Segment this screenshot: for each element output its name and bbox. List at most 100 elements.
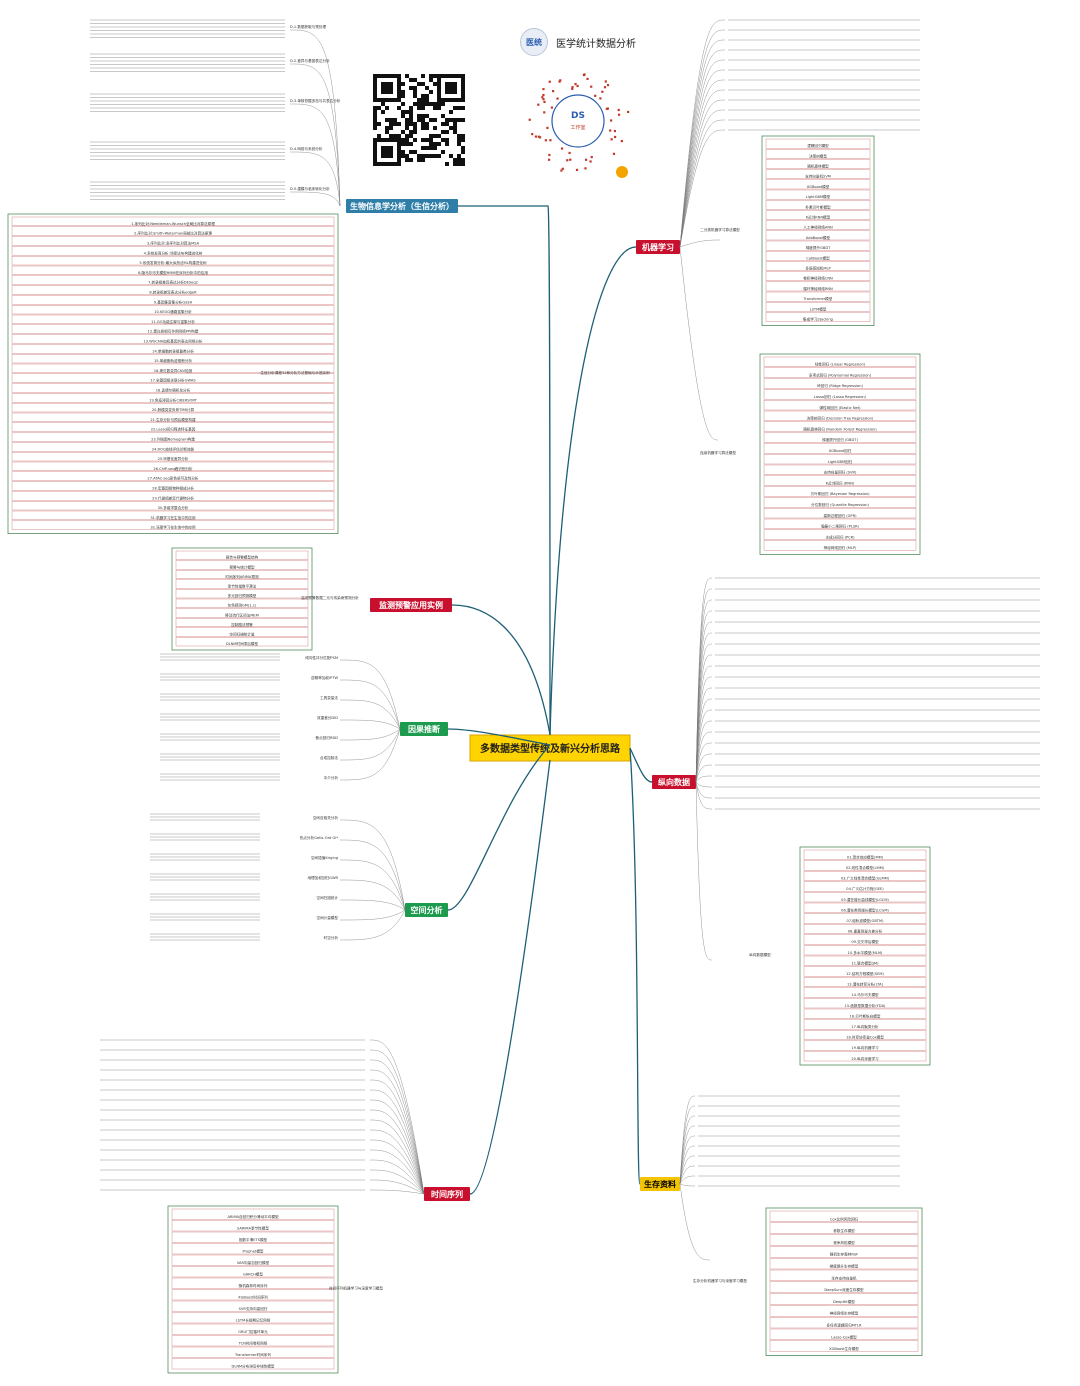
monitor-title: 监测预警数据二元与传染病预测分析 bbox=[301, 595, 359, 600]
spatial-item: 时空分析 bbox=[324, 935, 339, 940]
ml-binary-item: 决策树模型 bbox=[809, 153, 827, 158]
causal-item: 合成控制法 bbox=[320, 755, 338, 760]
ml-continuous-item: XGBoost回归 bbox=[829, 448, 852, 453]
branch-node-bio[interactable]: 生物信息学分析（生信分析） bbox=[346, 199, 458, 213]
ml-continuous-item: 偏最小二乘回归 (PLSR) bbox=[821, 524, 860, 529]
brand-title: 医学统计数据分析 bbox=[556, 38, 636, 50]
bio-method-item: 14.单细胞转录组聚类分析 bbox=[152, 348, 194, 353]
bio-method-item: 30.多组学整合分析 bbox=[158, 505, 189, 510]
monitor-item: 空间扫描统计量 bbox=[229, 632, 255, 637]
ml-binary-item: 逻辑回归模型 bbox=[807, 143, 829, 148]
long-model-item: 07.组轨迹模型(GBTM) bbox=[846, 918, 884, 923]
surv-model-item: DeepSurv深度生存模型 bbox=[824, 1287, 864, 1292]
ml-binary-item: XGBoost模型 bbox=[807, 184, 830, 189]
monitor-item: 报告与预警模型结构 bbox=[226, 555, 259, 560]
branch-causal: 因果推断倾向性评分匹配PSM逆概率加权IPTW工具变量法双重差分DID断点回归R… bbox=[160, 653, 448, 781]
surv-model-item: 生存支持向量机 bbox=[831, 1275, 857, 1280]
bio-method-item: 24.ROC曲线评估诊断效能 bbox=[152, 446, 195, 451]
ml-binary-item: K近邻KNN模型 bbox=[806, 215, 831, 220]
surv-model-item: 梯度提升生存模型 bbox=[830, 1263, 859, 1268]
bio-group-label: D.1.数据获取与预处理 bbox=[290, 24, 326, 29]
surv-model-item: 竞争风险模型 bbox=[833, 1240, 855, 1245]
bio-group-label: D.4.网络与系统分析 bbox=[290, 146, 323, 151]
ml-continuous-item: 岭回归 (Ridge Regression) bbox=[817, 383, 863, 388]
branch-node-causal[interactable]: 因果推断 bbox=[400, 722, 448, 736]
ts-model-item: 随机森林时间序列 bbox=[239, 1283, 268, 1288]
bio-group-label: D.5.建模与临床转化分析 bbox=[290, 186, 330, 191]
ts-model-item: SVR支持向量回归 bbox=[239, 1306, 268, 1311]
svg-text:DS: DS bbox=[571, 111, 585, 121]
ml-continuous-item: 梯度提升回归 (GBDT) bbox=[822, 437, 858, 442]
causal-item: 工具变量法 bbox=[320, 695, 338, 700]
ml-binary-item: 多层感知机MLP bbox=[805, 266, 831, 271]
ts-model-item: 指数平滑ETS模型 bbox=[239, 1237, 268, 1242]
bio-method-item: 26.ChIP-seq峰识别分析 bbox=[153, 466, 193, 471]
branch-node-spatial[interactable]: 空间分析 bbox=[405, 903, 448, 917]
ml-binary-item: LSTM模型 bbox=[810, 306, 827, 311]
qr-code-icon bbox=[373, 60, 465, 180]
ml-continuous-item: 主成分回归 (PCR) bbox=[825, 534, 855, 539]
ml-binary-item: Transformer模型 bbox=[803, 296, 833, 301]
surv-model-item: 参数生存模型 bbox=[833, 1228, 855, 1233]
spatial-item: 热点分析Getis-Ord Gi* bbox=[300, 835, 338, 840]
ml-continuous-item: Lasso回归 (Lasso Regression) bbox=[814, 394, 867, 399]
bio-method-item: 12.蛋白质相互作用网络PPI构建 bbox=[148, 329, 199, 334]
ts-model-item: VAR向量自回归模型 bbox=[237, 1260, 270, 1265]
branch-node-timeseries[interactable]: 时间序列 bbox=[424, 1187, 470, 1201]
long-model-item: 08.重复测量方差分析 bbox=[848, 929, 883, 934]
ts-model-title: 时间序列机器学习与深度学习模型 bbox=[329, 1286, 383, 1291]
surv-model-item: XGBoost生存模型 bbox=[829, 1346, 859, 1351]
monitor-item: 控制图法预警 bbox=[231, 622, 253, 627]
long-model-item: 11.联合模型(JM) bbox=[851, 960, 879, 965]
long-model-item: 10.多水平模型(MLM) bbox=[848, 950, 883, 955]
ml-binary-item: 随机森林模型 bbox=[807, 164, 829, 169]
monitor-item: 灰色预测GM(1,1) bbox=[228, 603, 257, 608]
long-model-item: 18.时变协变量Cox模型 bbox=[846, 1035, 884, 1040]
ml-binary-item: CatBoost模型 bbox=[806, 255, 830, 260]
ml-binary-item: LightGBM模型 bbox=[806, 194, 831, 199]
branch-monitor: 监测预警应用实例报告与预警模型结构预警与统计模型时间序列ARIMA预测季节性指数… bbox=[171, 547, 452, 651]
center-node[interactable]: 多数据类型传统及新兴分析思路 bbox=[469, 734, 631, 762]
monitor-item: 移动流行区间法MEM bbox=[225, 612, 259, 617]
bio-method-item: 7.转录组差异表达分析DESeq2 bbox=[148, 280, 198, 285]
surv-model-item: DeepHit模型 bbox=[833, 1299, 855, 1304]
ml-binary-item: 集成学习Stacking bbox=[803, 317, 833, 322]
bio-method-item: 27.ATAC-seq染色质可及性分析 bbox=[147, 476, 199, 481]
branch-node-longitudinal[interactable]: 纵向数据 bbox=[652, 775, 696, 789]
ml-continuous-item: 高斯过程回归 (GPR) bbox=[824, 513, 858, 518]
ts-model-item: GARCH模型 bbox=[243, 1272, 263, 1277]
ml-binary-item: 支持向量机SVM bbox=[805, 174, 831, 179]
bio-method-item: 2.序列比对:Smith-Waterman局部比对算法原理 bbox=[134, 231, 212, 236]
long-model-item: 03.广义线性混合模型(GLMM) bbox=[841, 876, 890, 881]
bio-method-item: 16.拷贝数变异CNV检测 bbox=[154, 368, 193, 373]
causal-item: 逆概率加权IPTW bbox=[311, 675, 338, 680]
spatial-item: 空间计量模型 bbox=[316, 915, 338, 920]
ml-continuous-item: 分位数回归 (Quantile Regression) bbox=[811, 502, 870, 507]
branch-node-ml[interactable]: 机器学习 bbox=[636, 240, 680, 254]
branch-node-survival[interactable]: 生存资料 bbox=[640, 1177, 680, 1191]
bio-method-item: 20.肿瘤突变负荷TMB计算 bbox=[152, 407, 195, 412]
bio-method-item: 25.甲基化差异分析 bbox=[158, 456, 189, 461]
ml-binary-item: 循环神经网络RNN bbox=[803, 286, 833, 291]
center-label: 多数据类型传统及新兴分析思路 bbox=[480, 742, 621, 755]
bio-method-item: 21.生存分析与预后模型构建 bbox=[150, 417, 196, 422]
ml-continuous-item: 神经网络回归 (MLP) bbox=[824, 545, 857, 550]
ml-binary-item: 梯度提升GBDT bbox=[806, 245, 831, 250]
bio-method-item: 31.机器学习在生信中的应用 bbox=[150, 515, 196, 520]
ts-model-item: Transformer时间序列 bbox=[234, 1352, 271, 1357]
ml-continuous-item: 随机森林回归 (Random Forest Regression) bbox=[803, 426, 877, 431]
bio-method-item: 1.序列比对:Needleman-Wunsch全局比对算法原理 bbox=[131, 221, 215, 226]
bio-method-item: 10.KEGG通路富集分析 bbox=[154, 309, 192, 314]
branch-node-monitor[interactable]: 监测预警应用实例 bbox=[370, 598, 452, 612]
long-model-item: 04.广义估计方程(GEE) bbox=[846, 886, 884, 891]
branch-survival: 生存资料Cox比例风险回归参数生存模型竞争风险模型随机生存森林RSF梯度提升生存… bbox=[640, 1095, 923, 1356]
bio-method-title: 生信分析课程32种分析方法基础与示范实例 bbox=[260, 370, 330, 375]
long-model-item: 16.贝叶斯纵向模型 bbox=[850, 1013, 881, 1018]
ml-continuous-item: 多项式回归 (Polynomial Regression) bbox=[809, 372, 872, 377]
spatial-item: 空间插值Kriging bbox=[311, 855, 338, 860]
bio-method-item: 9.基因集富集分析GSEA bbox=[154, 299, 193, 304]
branch-timeseries: 时间序列ARIMA自回归积分滑动平均模型SARIMA季节性模型指数平滑ETS模型… bbox=[100, 1039, 470, 1374]
ts-model-item: Prophet模型 bbox=[242, 1249, 263, 1254]
ts-model-item: XGBoost时间序列 bbox=[238, 1295, 268, 1300]
